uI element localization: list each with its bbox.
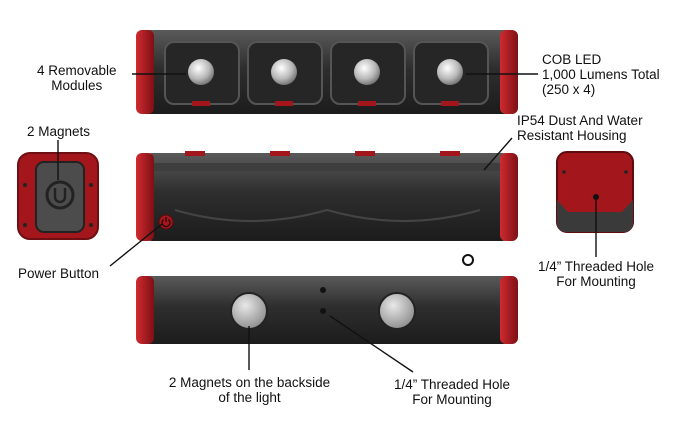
leader-lines bbox=[57, 73, 597, 373]
led-module-3 bbox=[330, 41, 406, 106]
left-end-view bbox=[17, 152, 99, 240]
label-line: IP54 Dust And Water bbox=[517, 113, 643, 128]
cob-led-lens bbox=[271, 59, 297, 85]
label-line: 1/4” Threaded Hole bbox=[537, 259, 655, 274]
right-end-view bbox=[556, 151, 634, 233]
label-threaded-hole-back: 1/4” Threaded Hole For Mounting bbox=[386, 377, 518, 407]
label-line: 1,000 Lumens Total bbox=[542, 67, 660, 82]
end-cap-right bbox=[500, 276, 518, 344]
label-line: of the light bbox=[218, 390, 281, 405]
end-cap-left bbox=[136, 30, 154, 114]
label-line: COB LED bbox=[542, 52, 602, 67]
threaded-hole-back bbox=[320, 308, 326, 314]
label-two-magnets: 2 Magnets bbox=[27, 124, 90, 139]
label-line: 4 Removable bbox=[37, 63, 117, 78]
cob-led-lens bbox=[188, 59, 214, 85]
label-line: (250 x 4) bbox=[542, 82, 596, 97]
front-view-light bbox=[136, 151, 518, 241]
led-module-1 bbox=[164, 41, 240, 106]
label-cob-led: COB LED 1,000 Lumens Total (250 x 4) bbox=[542, 52, 660, 97]
cob-led-lens bbox=[354, 59, 380, 85]
back-view-light bbox=[136, 276, 518, 344]
threaded-hole-side bbox=[593, 194, 599, 200]
power-icon bbox=[158, 214, 174, 230]
label-line: For Mounting bbox=[412, 392, 492, 407]
end-cap-right bbox=[500, 30, 518, 114]
end-cap-left bbox=[136, 276, 154, 344]
led-module-2 bbox=[247, 41, 323, 106]
led-module-4 bbox=[413, 41, 489, 106]
label-line: For Mounting bbox=[556, 274, 636, 289]
magnet-back-1 bbox=[230, 292, 268, 330]
label-line: Resistant Housing bbox=[517, 128, 627, 143]
label-line: 2 Magnets bbox=[27, 124, 91, 139]
end-cap-right bbox=[500, 153, 518, 241]
end-cap-left bbox=[136, 153, 154, 241]
label-threaded-hole-side: 1/4” Threaded Hole For Mounting bbox=[530, 259, 662, 289]
label-magnets-backside: 2 Magnets on the backside of the light bbox=[152, 375, 347, 405]
label-line: Power Button bbox=[18, 266, 100, 281]
label-line: Modules bbox=[51, 78, 103, 93]
top-view-light bbox=[136, 30, 518, 114]
label-ip54-housing: IP54 Dust And Water Resistant Housing bbox=[517, 113, 643, 143]
ring-accessory bbox=[462, 254, 474, 266]
cob-led-lens bbox=[437, 59, 463, 85]
label-line: 1/4” Threaded Hole bbox=[393, 377, 511, 392]
label-power-button: Power Button bbox=[18, 266, 99, 281]
magnet-back-2 bbox=[378, 292, 416, 330]
label-removable-modules: 4 Removable Modules bbox=[37, 63, 117, 93]
label-line: 2 Magnets on the backside bbox=[168, 375, 331, 390]
magnet-logo-icon bbox=[45, 180, 75, 210]
